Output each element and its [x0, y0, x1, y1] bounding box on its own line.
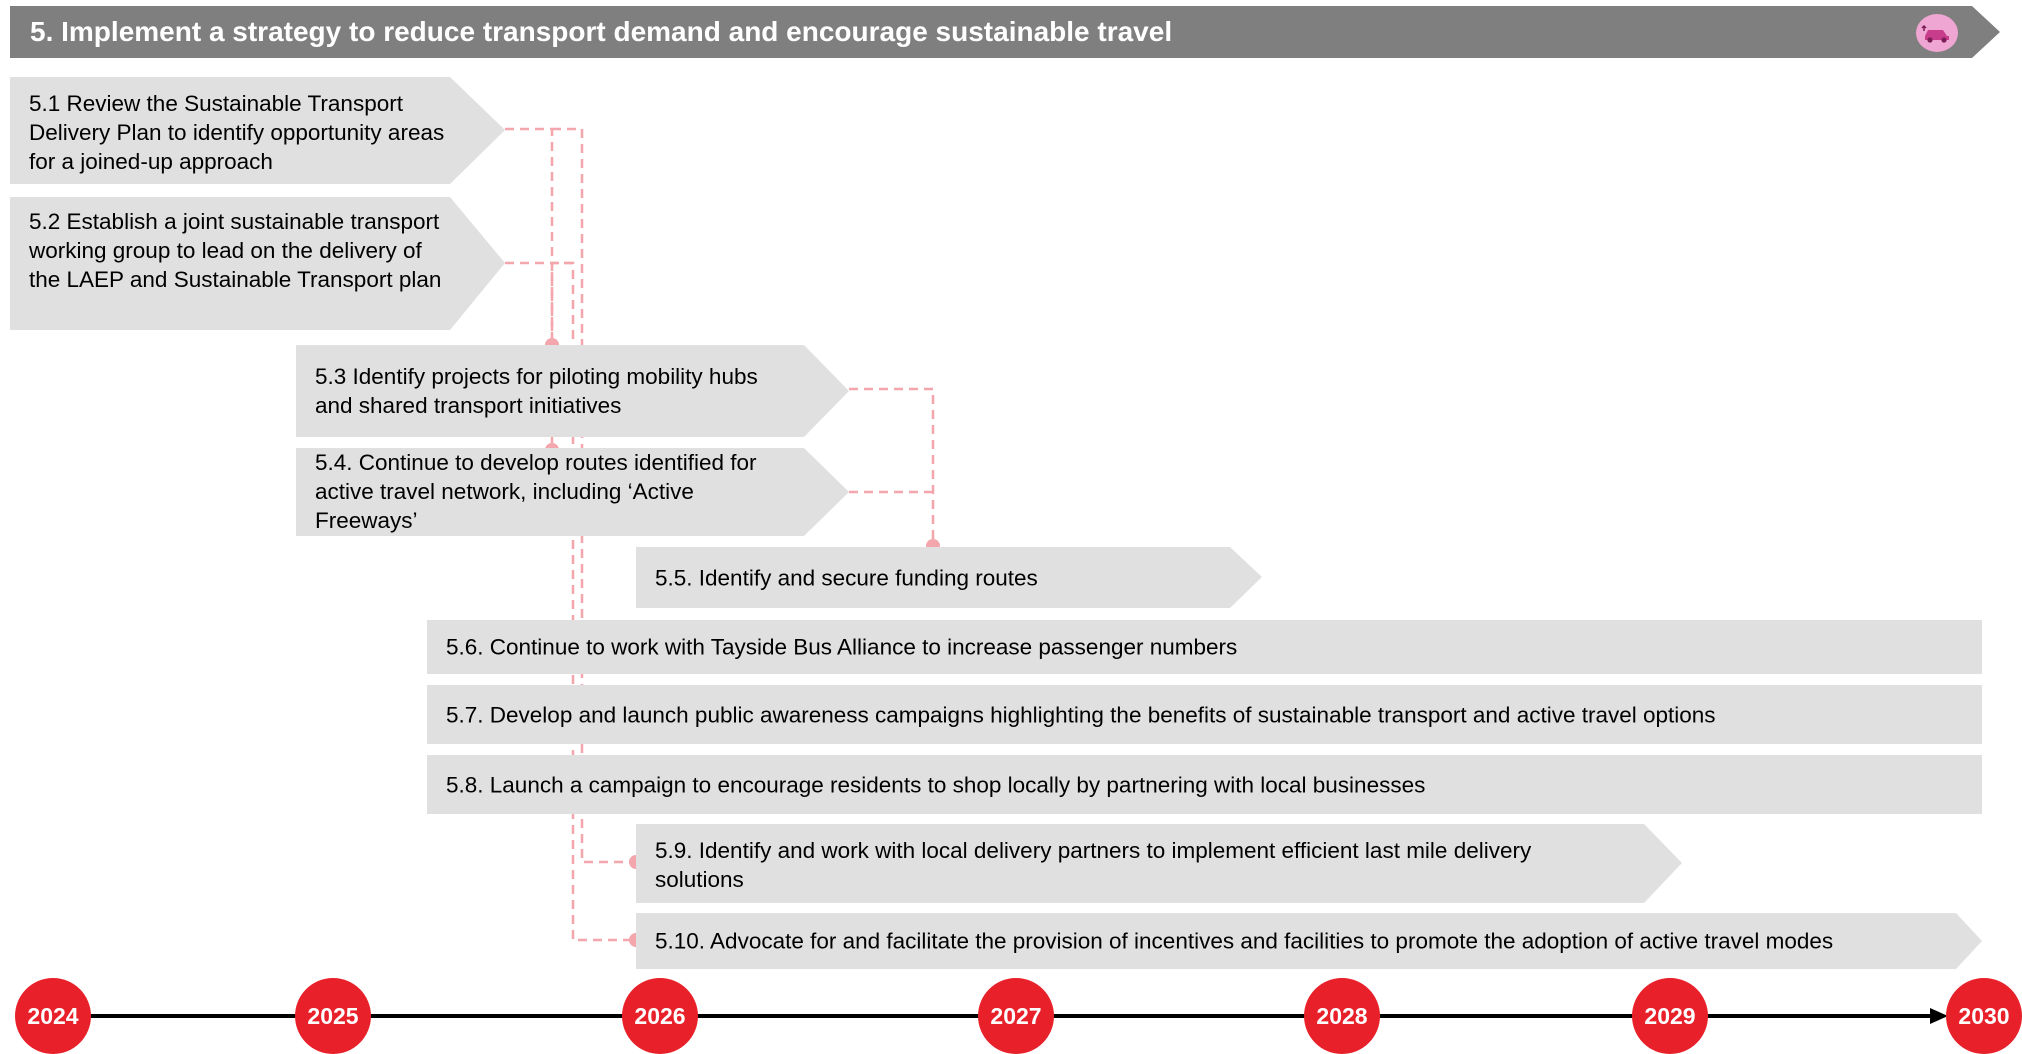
task-label: 5.8. Launch a campaign to encourage resi… [446, 772, 1426, 797]
task-label: 5.4. Continue to develop routes identifi… [315, 450, 757, 533]
task-5-5: 5.5. Identify and secure funding routes [636, 547, 1262, 608]
task-5-3: 5.3 Identify projects for piloting mobil… [296, 345, 849, 437]
section-title: 5. Implement a strategy to reduce transp… [30, 16, 1173, 47]
year-marker-2024: 2024 [15, 978, 91, 1054]
task-label: 5.10. Advocate for and facilitate the pr… [655, 928, 1834, 954]
year-marker-2027: 2027 [978, 978, 1054, 1054]
section-header: 5. Implement a strategy to reduce transp… [10, 6, 2000, 58]
year-marker-2029: 2029 [1632, 978, 1708, 1054]
task-label: 5.3 Identify projects for piloting mobil… [315, 364, 758, 418]
task-label: 5.1 Review the Sustainable Transport Del… [29, 91, 445, 174]
task-5-9: 5.9. Identify and work with local delive… [636, 824, 1682, 903]
task-5-6: 5.6. Continue to work with Tayside Bus A… [427, 620, 1982, 674]
task-label: 5.6. Continue to work with Tayside Bus A… [446, 634, 1238, 660]
task-5-10: 5.10. Advocate for and facilitate the pr… [636, 913, 1982, 969]
task-5-1: 5.1 Review the Sustainable Transport Del… [10, 77, 505, 184]
year-marker-2030: 2030 [1946, 978, 2022, 1054]
task-label: 5.7. Develop and launch public awareness… [446, 702, 1716, 727]
header-arrow-shape [10, 6, 2000, 58]
task-label: 5.9. Identify and work with local delive… [655, 838, 1532, 892]
task-label: 5.2 Establish a joint sustainable transp… [29, 209, 442, 292]
year-marker-2026: 2026 [622, 978, 698, 1054]
task-label: 5.5. Identify and secure funding routes [655, 565, 1038, 590]
year-marker-2025: 2025 [295, 978, 371, 1054]
task-5-7: 5.7. Develop and launch public awareness… [427, 685, 1982, 744]
car-sharing-icon [1916, 14, 1958, 52]
task-5-2: 5.2 Establish a joint sustainable transp… [10, 197, 505, 330]
year-marker-2028: 2028 [1304, 978, 1380, 1054]
timeline: 2024 2025 2026 2027 2028 2029 2030 [0, 978, 2022, 1054]
task-5-8: 5.8. Launch a campaign to encourage resi… [427, 755, 1982, 814]
task-5-4: 5.4. Continue to develop routes identifi… [296, 448, 849, 536]
